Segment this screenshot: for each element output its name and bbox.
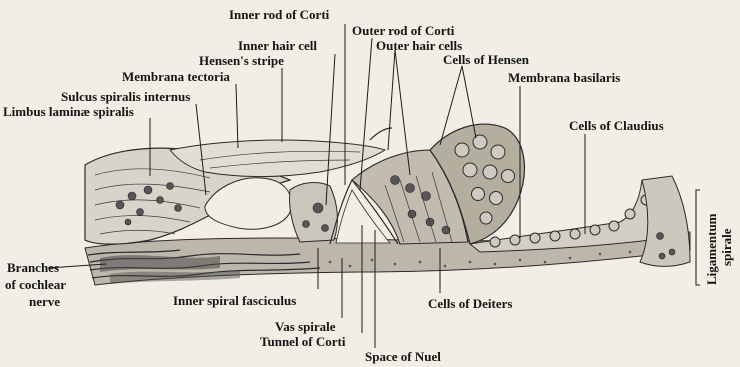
label-cells-of-claudius: Cells of Claudius	[569, 118, 664, 133]
label-branches-line2: of cochlear	[5, 277, 66, 292]
label-outer-hair-cells: Outer hair cells	[376, 38, 462, 53]
inner-hair-cell-region	[289, 183, 337, 242]
leader-membrana-tectoria	[236, 84, 238, 148]
label-cells-of-deiters: Cells of Deiters	[428, 296, 512, 311]
label-outer-rod: Outer rod of Corti	[352, 23, 455, 38]
label-inner-hair-cell: Inner hair cell	[238, 38, 317, 53]
label-inner-spiral-fasciculus: Inner spiral fasciculus	[173, 293, 296, 308]
ligamentum-bracket	[696, 190, 700, 285]
label-space-of-nuel: Space of Nuel	[365, 349, 441, 364]
leader-outer-hair-2	[388, 50, 395, 150]
label-ligamentum-line1: Ligamentum	[704, 213, 719, 285]
label-vas-spirale: Vas spirale	[275, 319, 336, 334]
label-cells-of-hensen: Cells of Hensen	[443, 52, 530, 67]
label-tunnel-of-corti: Tunnel of Corti	[260, 334, 346, 349]
label-limbus: Limbus laminæ spiralis	[3, 104, 134, 119]
label-hensens-stripe: Hensen's stripe	[199, 53, 284, 68]
label-branches-line1: Branches	[7, 260, 59, 275]
label-branches-line3: nerve	[29, 294, 60, 309]
label-membrana-basilaris: Membrana basilaris	[508, 70, 620, 85]
leader-inner-hair	[326, 54, 335, 205]
tissue-illustration	[85, 124, 690, 285]
ligamentum-tissue	[640, 176, 690, 267]
label-membrana-tectoria: Membrana tectoria	[122, 69, 230, 84]
label-sulcus-spiralis: Sulcus spiralis internus	[61, 89, 190, 104]
label-inner-rod: Inner rod of Corti	[229, 7, 330, 22]
label-ligamentum-line2: spirale	[719, 228, 734, 266]
